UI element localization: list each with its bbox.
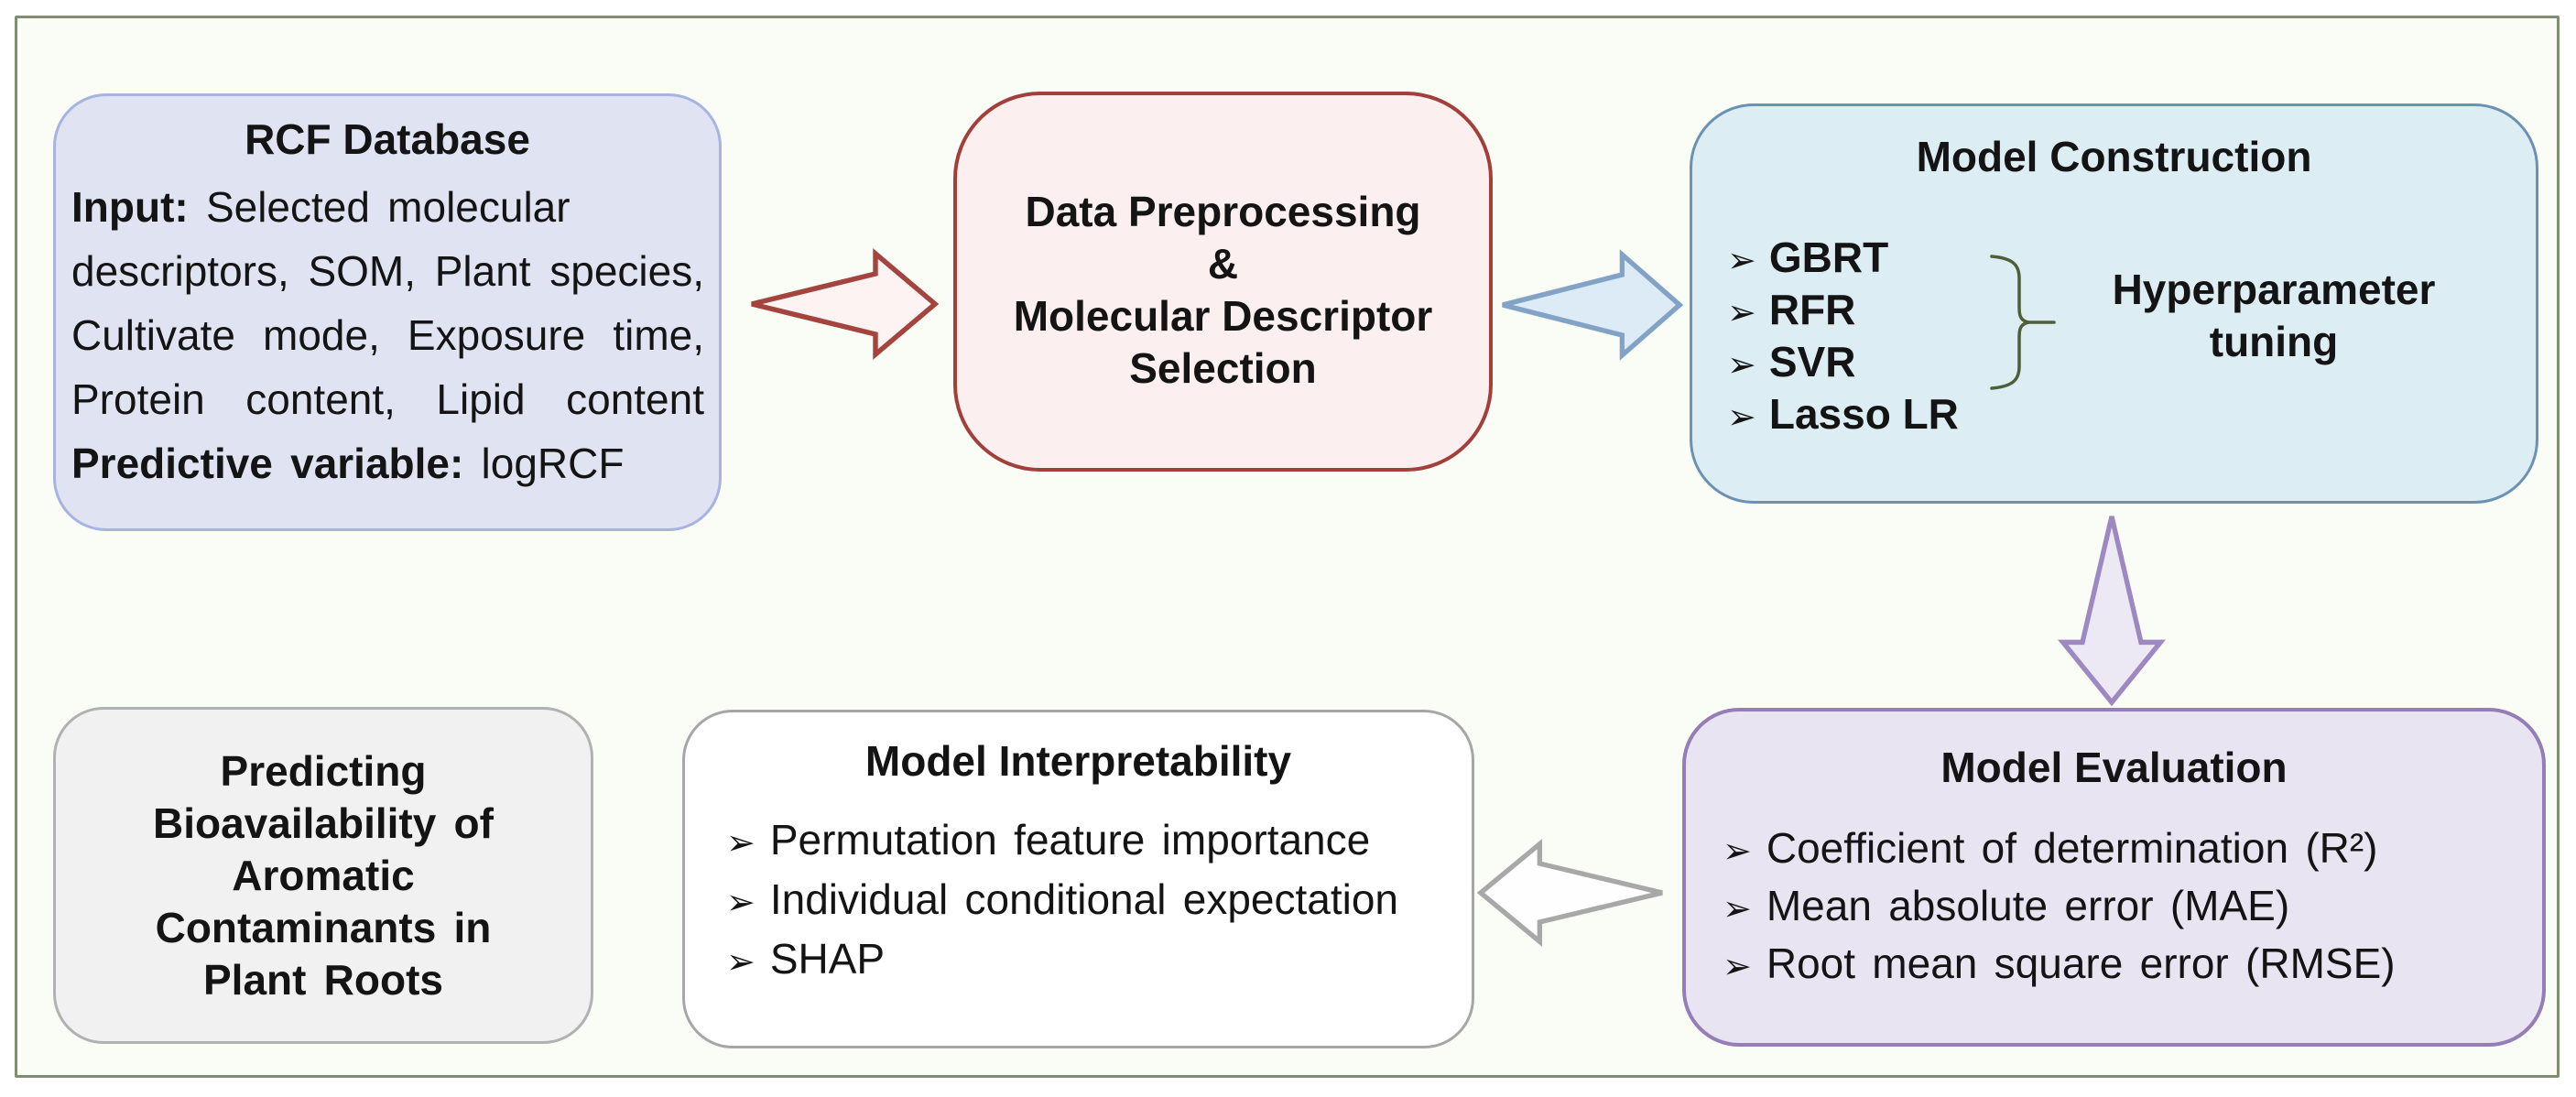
flow-arrow-construction-to-evaluation	[2055, 514, 2168, 706]
arrow-bullet-icon: ➢	[726, 941, 755, 982]
outcome-line: Aromatic	[232, 851, 415, 899]
list-item: ➢ Lasso LR	[1727, 389, 1959, 441]
list-item: ➢ SVR	[1727, 337, 1959, 389]
model-construction-box: Model Construction ➢ GBRT ➢ RFR ➢ SVR ➢ Lass…	[1690, 103, 2538, 504]
preprocessing-title-line: Molecular Descriptor	[1013, 291, 1433, 340]
left-arrow-icon	[1477, 839, 1663, 947]
arrow-bullet-icon: ➢	[1727, 396, 1756, 437]
list-item: ➢ GBRT	[1727, 233, 1959, 285]
data-preprocessing-box: Data Preprocessing & Molecular Descripto…	[953, 92, 1493, 472]
outcome-line: Bioavailability of	[153, 798, 494, 847]
metric-item-label: Mean absolute error (MAE)	[1766, 882, 2290, 929]
down-arrow-icon	[2058, 516, 2166, 706]
arrow-bullet-icon: ➢	[726, 822, 755, 863]
outcome-line: Plant Roots	[202, 955, 443, 1004]
arrow-bullet-icon: ➢	[1723, 831, 1752, 871]
rcf-database-title: RCF Database	[245, 115, 530, 163]
model-item-label: GBRT	[1768, 234, 1889, 281]
preprocessing-title-line: &	[1207, 239, 1239, 288]
rcf-input-line: Cultivate mode, Exposure time,	[71, 311, 704, 359]
right-arrow-icon	[1502, 249, 1683, 361]
arrow-bullet-icon: ➢	[1727, 240, 1756, 280]
input-label: Input:	[71, 183, 189, 231]
metric-item-label: Coefficient of determination (R²)	[1766, 824, 2378, 872]
preprocessing-title-line: Selection	[1129, 343, 1317, 392]
arrow-bullet-icon: ➢	[1723, 946, 1752, 986]
model-item-label: RFR	[1768, 286, 1856, 333]
metric-list: ➢ Coefficient of determination (R²) ➢ Mean…	[1723, 823, 2396, 996]
annotation-line: tuning	[2209, 318, 2339, 365]
metric-item-label: Root mean square error (RMSE)	[1766, 940, 2396, 987]
model-interpretability-title: Model Interpretability	[864, 737, 1292, 785]
right-arrow-icon	[751, 248, 939, 360]
model-item-label: Lasso LR	[1768, 390, 1959, 438]
rcf-input-line: Input: Selected molecular	[71, 175, 704, 239]
model-interpretability-box: Model Interpretability ➢ Permutation feat…	[682, 710, 1474, 1048]
interpretability-item-label: Individual conditional expectation	[769, 875, 1399, 923]
prediction-outcome-box: Predicting Bioavailability of Aromatic C…	[53, 707, 593, 1044]
list-item: ➢ Mean absolute error (MAE)	[1723, 881, 2396, 939]
model-evaluation-title: Model Evaluation	[1940, 744, 2288, 791]
arrow-bullet-icon: ➢	[1727, 292, 1756, 332]
flow-arrow-evaluation-to-interpretability	[1477, 836, 1665, 950]
interpretability-item-label: SHAP	[769, 935, 886, 983]
predictive-variable-label: Predictive variable:	[71, 440, 464, 487]
flow-arrow-preprocessing-to-construction	[1500, 246, 1683, 364]
arrow-bullet-icon: ➢	[1727, 344, 1756, 385]
model-list: ➢ GBRT ➢ RFR ➢ SVR ➢ Lasso LR	[1727, 233, 1959, 441]
preprocessing-title-line: Data Preprocessing	[1025, 187, 1421, 235]
rcf-database-body: Input: Selected molecular descriptors, S…	[71, 175, 704, 495]
rcf-predictive-line: Predictive variable: logRCF	[71, 431, 704, 495]
interpretability-list: ➢ Permutation feature importance ➢ Individ…	[726, 815, 1398, 994]
list-item: ➢ Coefficient of determination (R²)	[1723, 823, 2396, 881]
input-text: Selected molecular	[188, 183, 571, 231]
rcf-input-line: descriptors, SOM, Plant species,	[71, 247, 704, 295]
list-item: ➢ Permutation feature importance	[726, 815, 1398, 874]
list-item: ➢ Root mean square error (RMSE)	[1723, 939, 2396, 996]
list-item: ➢ Individual conditional expectation	[726, 874, 1398, 934]
grouping-brace-icon	[1986, 253, 2060, 392]
outcome-line: Predicting	[220, 746, 427, 795]
list-item: ➢ SHAP	[726, 934, 1398, 994]
annotation-line: Hyperparameter	[2112, 266, 2436, 313]
list-item: ➢ RFR	[1727, 285, 1959, 337]
rcf-input-line: Protein content, Lipid content	[71, 375, 704, 423]
model-evaluation-box: Model Evaluation ➢ Coefficient of determi…	[1682, 708, 2546, 1047]
arrow-bullet-icon: ➢	[726, 882, 755, 922]
hyperparameter-annotation: Hyperparameter tuning	[2091, 264, 2457, 368]
interpretability-item-label: Permutation feature importance	[769, 816, 1371, 863]
flow-arrow-database-to-preprocessing	[749, 245, 939, 363]
predictive-variable-value: logRCF	[463, 440, 625, 487]
model-item-label: SVR	[1768, 338, 1856, 386]
outcome-line: Contaminants in	[155, 903, 492, 951]
rcf-database-box: RCF Database Input: Selected molecular d…	[53, 93, 722, 531]
model-construction-title: Model Construction	[1916, 133, 2312, 180]
arrow-bullet-icon: ➢	[1723, 888, 1752, 929]
